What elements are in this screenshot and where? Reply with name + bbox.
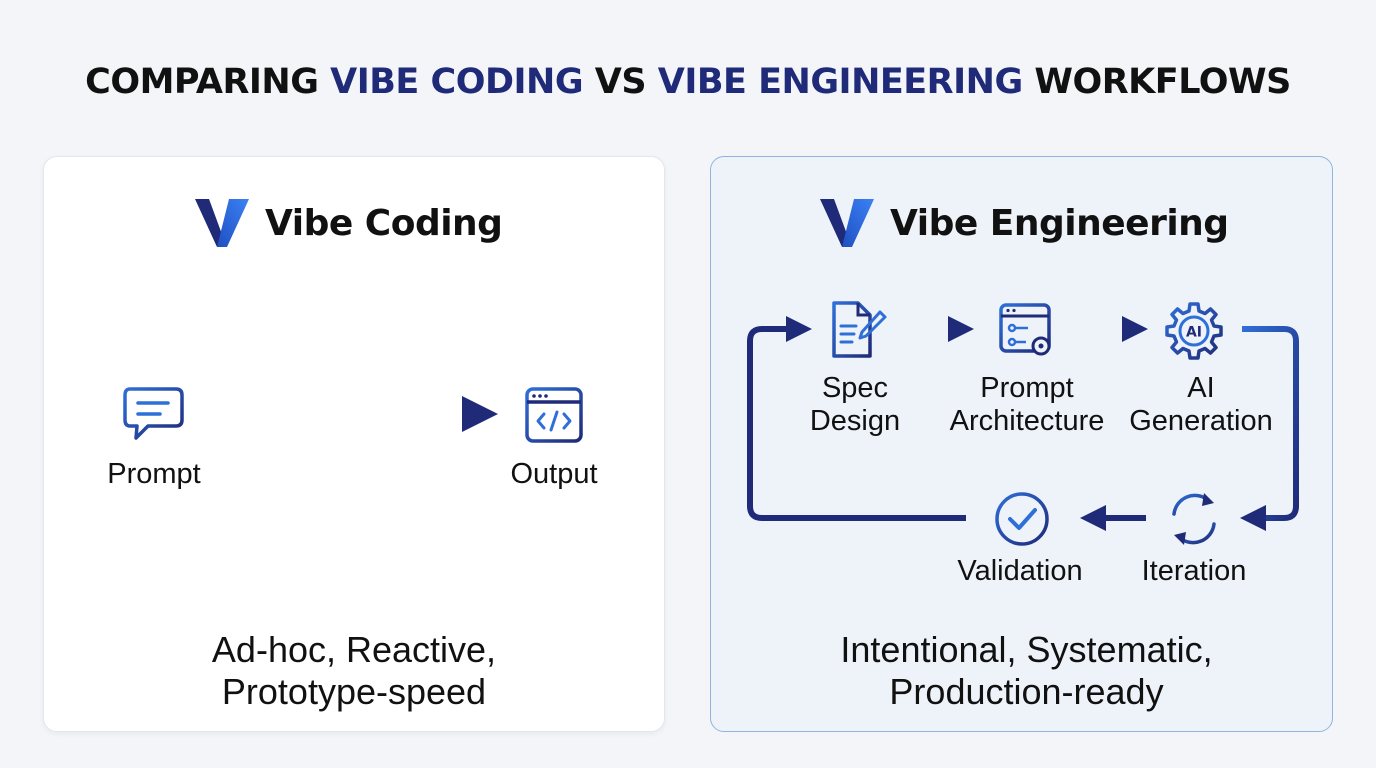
tagline-line-2: Production-ready: [889, 671, 1164, 712]
tagline-line-1: Intentional, Systematic,: [840, 629, 1213, 670]
label-line-1: Spec: [821, 372, 889, 404]
vibe-engineering-panel: [710, 156, 1333, 732]
title-text: COMPARING: [85, 62, 331, 102]
vibe-coding-panel: [43, 156, 665, 732]
label-line-2: Generation: [1129, 405, 1273, 437]
check-circle-icon: [995, 492, 1049, 546]
v-logo-icon: [820, 199, 874, 247]
label-line-1: Prompt: [980, 372, 1074, 404]
vibe-coding-heading: Vibe Coding: [193, 198, 503, 248]
validation-label: Validation: [957, 555, 1083, 587]
output-label: Output: [510, 458, 598, 490]
title-text: VS: [583, 62, 658, 102]
title-accent-vibe-engineering: VIBE ENGINEERING: [657, 62, 1023, 102]
label-line-2: Design: [809, 405, 901, 437]
vibe-engineering-title: Vibe Engineering: [890, 202, 1229, 244]
page-title: COMPARING VIBE CODING VS VIBE ENGINEERIN…: [0, 62, 1376, 102]
spec-design-label: Spec Design: [785, 372, 925, 438]
vibe-engineering-tagline: Intentional, Systematic, Production-read…: [710, 629, 1343, 713]
tagline-line-1: Ad-hoc, Reactive,: [211, 629, 497, 670]
vibe-engineering-heading: Vibe Engineering: [818, 198, 1229, 248]
chat-bubble-icon: [123, 387, 184, 440]
ai-generation-label: AI Generation: [1121, 372, 1281, 438]
settings-window-icon: [999, 303, 1051, 356]
ai-gear-icon: AI: [1165, 302, 1223, 360]
prompt-label: Prompt: [107, 458, 201, 490]
vibe-coding-title: Vibe Coding: [265, 202, 503, 244]
label-line-1: AI: [1187, 372, 1215, 404]
iteration-label: Iteration: [1141, 555, 1247, 587]
code-window-icon: [525, 387, 583, 443]
v-logo-icon: [195, 199, 249, 247]
tagline-line-2: Prototype-speed: [221, 671, 487, 712]
prompt-architecture-label: Prompt Architecture: [937, 372, 1117, 438]
vibe-coding-tagline: Ad-hoc, Reactive, Prototype-speed: [43, 629, 665, 713]
label-line-2: Architecture: [949, 405, 1105, 437]
title-text: WORKFLOWS: [1022, 62, 1291, 102]
title-accent-vibe-coding: VIBE CODING: [330, 62, 584, 102]
ai-icon-text: AI: [1186, 325, 1202, 341]
refresh-icon: [1172, 493, 1216, 545]
document-pen-icon: [832, 301, 887, 358]
